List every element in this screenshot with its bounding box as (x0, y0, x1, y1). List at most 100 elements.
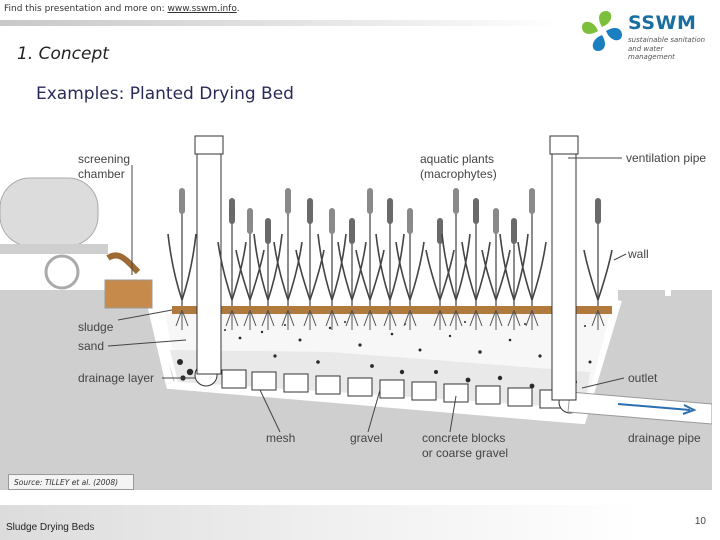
label-drainage-layer: drainage layer (78, 371, 154, 385)
source-citation: Source: TILLEY et al. (2008) (8, 474, 134, 490)
sswm-logo: SSWM sustainable sanitation and water ma… (580, 8, 710, 61)
label-mesh: mesh (266, 431, 295, 445)
plant-leaf (309, 249, 325, 301)
plant-leaf (517, 241, 533, 301)
plant-roots (325, 309, 339, 330)
footer-band (0, 505, 712, 540)
sludge-layer (172, 306, 612, 314)
wall-top (612, 279, 671, 296)
plant-leaf (481, 249, 497, 301)
plant-leaf (217, 241, 233, 301)
plant-leaf (287, 241, 303, 301)
ground (0, 290, 712, 490)
plant-leaf (331, 233, 347, 301)
screening-chamber (104, 279, 153, 309)
label-coarse-gravel: or coarse gravel (422, 446, 508, 460)
plant-roots (175, 309, 189, 330)
cattail-head (473, 198, 479, 224)
leader-lines (107, 157, 627, 433)
plant-leaf (249, 249, 265, 301)
sludge-truck-tank (0, 177, 99, 247)
sswm-link[interactable]: www.sswm.info (167, 4, 237, 14)
plant-leaf (455, 233, 471, 301)
cattail-head (229, 198, 235, 224)
plant-roots (303, 309, 317, 330)
plant-leaf (395, 241, 411, 301)
plant-leaf (409, 241, 425, 301)
plant-leaf (355, 249, 371, 301)
label-sludge: sludge (78, 320, 114, 334)
plant-leaf (351, 241, 367, 301)
cattail-head (265, 218, 271, 244)
plant-roots (243, 309, 257, 330)
plant-roots (383, 309, 397, 330)
truck-chassis (0, 244, 108, 254)
label-wall: wall (627, 247, 649, 261)
plant-leaf (583, 249, 599, 301)
plant-leaf (181, 233, 197, 301)
plant-roots (449, 309, 463, 330)
plant-leaf (273, 241, 289, 301)
label-outlet: outlet (628, 371, 658, 385)
plant-leaf (295, 249, 311, 301)
plant-roots (489, 309, 503, 330)
note-prefix: Find this presentation and more on: (4, 4, 168, 14)
plant-leaf (513, 233, 529, 301)
page-number: 10 (694, 516, 706, 527)
plant-roots (403, 309, 417, 330)
logo-brand-text: SSWM (628, 12, 697, 34)
plant-roots (261, 309, 275, 330)
plant-leaf (375, 233, 391, 301)
label-gravel: gravel (350, 431, 383, 445)
plant-leaf (235, 249, 251, 301)
plant-leaf (389, 233, 405, 301)
plant-roots (469, 309, 483, 330)
note-suffix: . (236, 4, 240, 14)
plant-leaf (253, 233, 269, 301)
aquatic-plants (167, 188, 613, 330)
plant-leaf (231, 241, 247, 301)
cattail-head (437, 218, 443, 244)
cattail-head (511, 218, 517, 244)
plant-roots (433, 309, 447, 330)
plant-leaf (369, 249, 385, 301)
plant-leaf (531, 241, 547, 301)
plant-leaf (337, 241, 353, 301)
plant-leaf (267, 233, 283, 301)
plant-leaf (167, 233, 183, 301)
flow-arrow (617, 403, 691, 411)
ventilation-pipe-right (551, 153, 577, 401)
slide-subtitle: Examples: Planted Drying Bed (36, 84, 294, 104)
label-ventilation-pipe: ventilation pipe (626, 151, 706, 165)
label-macrophytes: (macrophytes) (420, 167, 497, 181)
plant-leaf (461, 241, 477, 301)
ventilation-pipe-cap-right (549, 135, 579, 155)
planted-drying-bed-diagram: screening chamber aquatic plants (macrop… (0, 135, 712, 490)
sswm-logo-icon (582, 11, 622, 51)
ventilation-pipe-left (196, 153, 222, 375)
cattail-head (367, 188, 373, 214)
plant-roots (525, 309, 539, 330)
plant-roots (363, 309, 377, 330)
cattail-head (493, 208, 499, 234)
section-title: 1. Concept (17, 44, 109, 64)
plant-leaf (597, 249, 613, 301)
sludge-flow (106, 252, 141, 275)
plant-leaf (425, 249, 441, 301)
plant-roots (281, 309, 295, 330)
label-concrete-blocks: concrete blocks (422, 431, 505, 445)
plant-leaf (441, 233, 457, 301)
label-screening: screening (78, 152, 130, 166)
plant-roots (225, 309, 239, 330)
plant-leaf (317, 233, 333, 301)
presentation-source-note: Find this presentation and more on: www.… (4, 4, 240, 14)
logo-tagline-1: sustainable sanitation (628, 36, 706, 44)
cattail-head (453, 188, 459, 214)
cattail-head (349, 218, 355, 244)
plant-leaf (495, 249, 511, 301)
footer-title: Sludge Drying Beds (6, 522, 95, 533)
plant-roots (345, 309, 359, 330)
label-chamber: chamber (78, 167, 125, 181)
cattail-head (329, 208, 335, 234)
